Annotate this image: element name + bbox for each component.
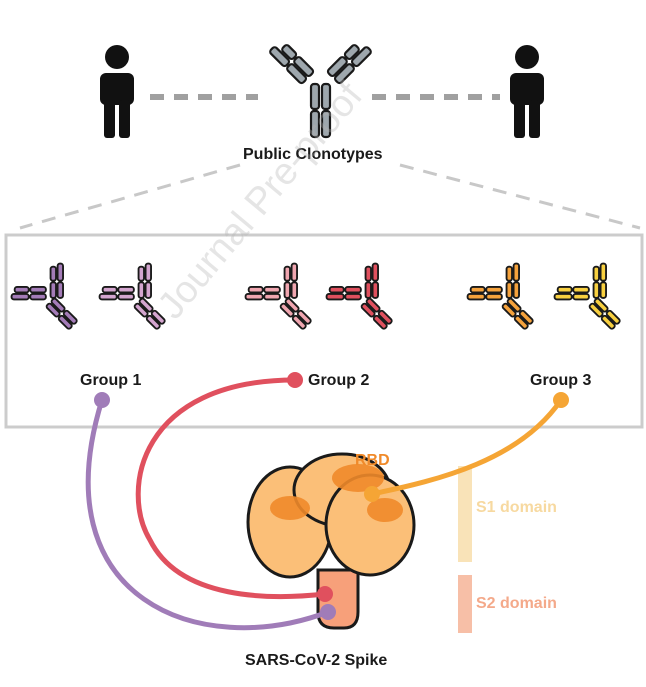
spike-label: SARS-CoV-2 Spike xyxy=(245,652,388,669)
central-antibody-icon xyxy=(269,44,372,139)
spike-protein-icon xyxy=(246,452,416,630)
group1-target-dot xyxy=(320,604,336,620)
group1-label: Group 1 xyxy=(80,372,142,389)
zoom-line-right xyxy=(399,163,641,230)
group3-antibody-icon-2 xyxy=(553,262,622,331)
group3-antibody-icon-1 xyxy=(466,262,535,331)
group2-anchor-dot xyxy=(287,372,303,388)
s2-domain-bar xyxy=(458,575,472,633)
group1-anchor-dot xyxy=(94,392,110,408)
zoom-line-left xyxy=(19,163,241,230)
person-icon-right xyxy=(510,45,544,138)
group2-antibody-icon-1 xyxy=(244,262,313,331)
rbd-label: RBD xyxy=(355,452,390,469)
group2-target-dot xyxy=(317,586,333,602)
s1-domain-bar xyxy=(458,466,472,562)
group3-connection-line xyxy=(371,398,564,497)
group1-connection-line xyxy=(85,399,329,631)
group2-connection-line xyxy=(135,377,326,599)
groups-box xyxy=(4,233,644,429)
group1-antibody-icon-1 xyxy=(10,262,79,331)
group3-anchor-dot xyxy=(553,392,569,408)
s2-domain-label: S2 domain xyxy=(476,595,557,612)
group2-antibody-icon-2 xyxy=(325,262,394,331)
group3-label: Group 3 xyxy=(530,372,592,389)
group2-label: Group 2 xyxy=(308,372,370,389)
person-icon-left xyxy=(100,45,134,138)
group3-target-dot xyxy=(364,486,380,502)
public-clonotypes-label: Public Clonotypes xyxy=(243,146,383,163)
s1-domain-label: S1 domain xyxy=(476,499,557,516)
